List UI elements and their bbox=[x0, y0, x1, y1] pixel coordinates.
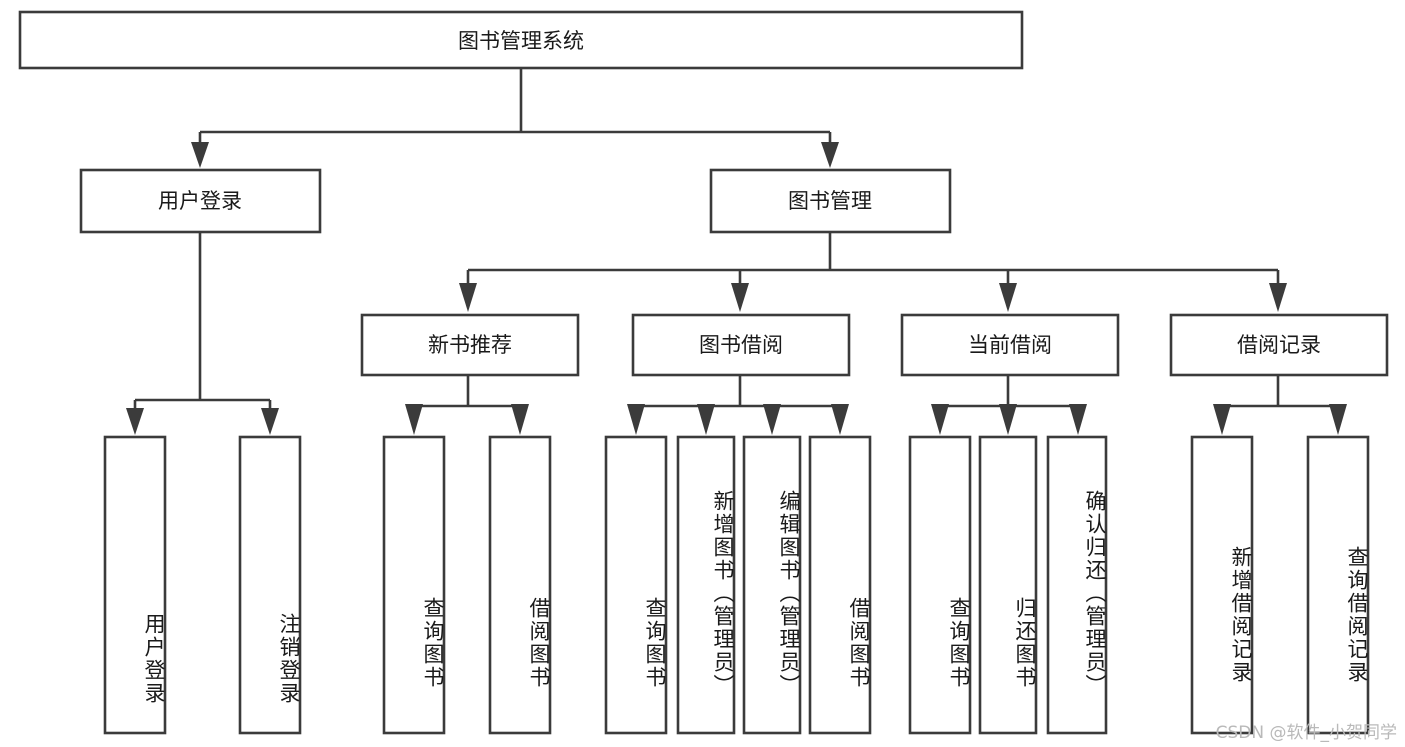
leaf-box-nbr-borrow-book[interactable] bbox=[488, 435, 552, 735]
arrow-head-cb-leaf-3 bbox=[1069, 404, 1087, 435]
arrow-head-book-borrow bbox=[731, 283, 749, 312]
node-current-borrow-box[interactable] bbox=[900, 313, 1120, 377]
arrow-head-nbr-leaf-1 bbox=[405, 404, 423, 435]
arrow-head-bb-leaf-2 bbox=[697, 404, 715, 435]
leaf-box-bb-borrow-book[interactable] bbox=[808, 435, 872, 735]
leaf-group-book-borrow bbox=[604, 435, 872, 735]
arrow-head-cb-leaf-2 bbox=[999, 404, 1017, 435]
watermark-text: CSDN @软件_小贺同学 bbox=[1215, 723, 1397, 743]
arrow-head-new-book-recommend bbox=[459, 283, 477, 312]
arrow-head-user-login bbox=[191, 142, 209, 168]
connector-group-new-book-recommend bbox=[405, 375, 529, 435]
connector-group-root bbox=[191, 68, 839, 168]
leaf-box-logout[interactable] bbox=[238, 435, 302, 735]
node-root-box[interactable] bbox=[18, 10, 1024, 70]
node-user-login[interactable]: 用户登录 bbox=[79, 168, 322, 234]
node-root-label: 图书管理系统 bbox=[458, 29, 584, 53]
node-current-borrow[interactable]: 当前借阅 bbox=[900, 313, 1120, 377]
arrow-head-br-leaf-2 bbox=[1329, 404, 1347, 435]
connector-group-current-borrow bbox=[931, 375, 1087, 435]
node-borrow-record-box[interactable] bbox=[1169, 313, 1389, 377]
leaf-box-br-add-record[interactable] bbox=[1190, 435, 1254, 735]
arrow-head-nbr-leaf-2 bbox=[511, 404, 529, 435]
arrow-head-br-leaf-1 bbox=[1213, 404, 1231, 435]
arrow-head-cb-leaf-1 bbox=[931, 404, 949, 435]
arrow-head-bb-leaf-4 bbox=[831, 404, 849, 435]
connector-group-book-borrow bbox=[627, 375, 849, 435]
leaf-box-bb-add-book[interactable] bbox=[676, 435, 736, 735]
arrow-head-bb-leaf-1 bbox=[627, 404, 645, 435]
connector-group-borrow-record bbox=[1213, 375, 1347, 435]
node-root[interactable]: 图书管理系统 bbox=[18, 10, 1024, 70]
node-new-book-recommend-box[interactable] bbox=[360, 313, 580, 377]
connector-group-user-login bbox=[126, 232, 279, 435]
node-new-book-recommend[interactable]: 新书推荐 bbox=[360, 313, 580, 377]
node-book-management-label: 图书管理 bbox=[788, 189, 872, 213]
leaf-group-new-book-recommend bbox=[382, 435, 552, 735]
arrow-head-leaf-user-login bbox=[126, 408, 144, 435]
node-book-borrow[interactable]: 图书借阅 bbox=[631, 313, 851, 377]
leaf-box-cb-query-book[interactable] bbox=[908, 435, 972, 735]
arrow-head-book-mgmt bbox=[821, 142, 839, 168]
node-book-management[interactable]: 图书管理 bbox=[709, 168, 952, 234]
arrow-head-bb-leaf-3 bbox=[763, 404, 781, 435]
arrow-head-borrow-record bbox=[1269, 283, 1287, 312]
leaf-box-br-query-record[interactable] bbox=[1306, 435, 1370, 735]
arrow-head-current-borrow bbox=[999, 283, 1017, 312]
leaf-group-user-login bbox=[103, 435, 302, 735]
leaf-box-user-login[interactable] bbox=[103, 435, 167, 735]
node-user-login-box[interactable] bbox=[79, 168, 322, 234]
node-borrow-record-label: 借阅记录 bbox=[1237, 333, 1321, 357]
node-new-book-recommend-label: 新书推荐 bbox=[428, 333, 512, 357]
leaf-box-nbr-query-book[interactable] bbox=[382, 435, 446, 735]
leaf-group-borrow-record bbox=[1190, 435, 1370, 735]
leaf-box-cb-return-book[interactable] bbox=[978, 435, 1038, 735]
leaf-group-current-borrow bbox=[908, 435, 1108, 735]
leaf-box-bb-edit-book[interactable] bbox=[742, 435, 802, 735]
node-book-borrow-label: 图书借阅 bbox=[699, 333, 783, 357]
leaf-box-bb-query-book[interactable] bbox=[604, 435, 668, 735]
node-borrow-record[interactable]: 借阅记录 bbox=[1169, 313, 1389, 377]
arrow-head-leaf-logout bbox=[261, 408, 279, 435]
node-user-login-label: 用户登录 bbox=[158, 189, 242, 213]
node-book-management-box[interactable] bbox=[709, 168, 952, 234]
node-book-borrow-box[interactable] bbox=[631, 313, 851, 377]
leaf-box-cb-confirm-return[interactable] bbox=[1046, 435, 1108, 735]
connector-group-book-mgmt bbox=[459, 232, 1287, 312]
node-current-borrow-label: 当前借阅 bbox=[968, 333, 1052, 357]
